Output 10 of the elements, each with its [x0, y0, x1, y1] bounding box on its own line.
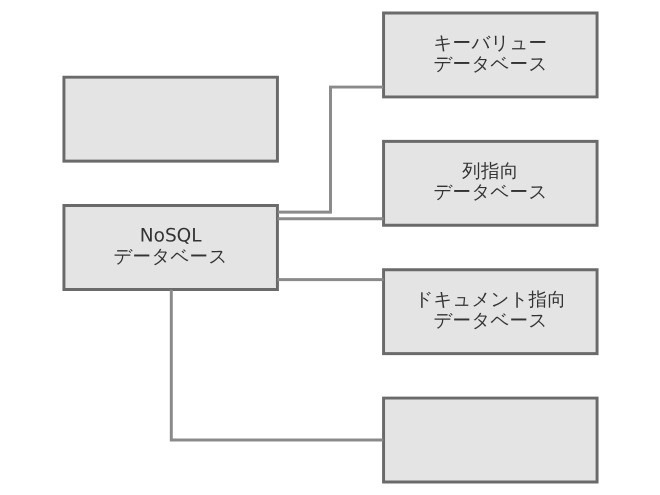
connector — [169, 290, 383, 442]
connector — [277, 86, 383, 214]
node-box: キーバリューデータベース — [382, 12, 598, 98]
connector — [277, 217, 384, 220]
connector — [277, 278, 384, 282]
node-box: 列指向データベース — [382, 140, 598, 227]
node-box: ドキュメント指向データベース — [382, 268, 598, 356]
node-box — [382, 396, 598, 484]
node-box: NoSQL データベース — [62, 204, 278, 291]
node-box — [62, 76, 278, 163]
